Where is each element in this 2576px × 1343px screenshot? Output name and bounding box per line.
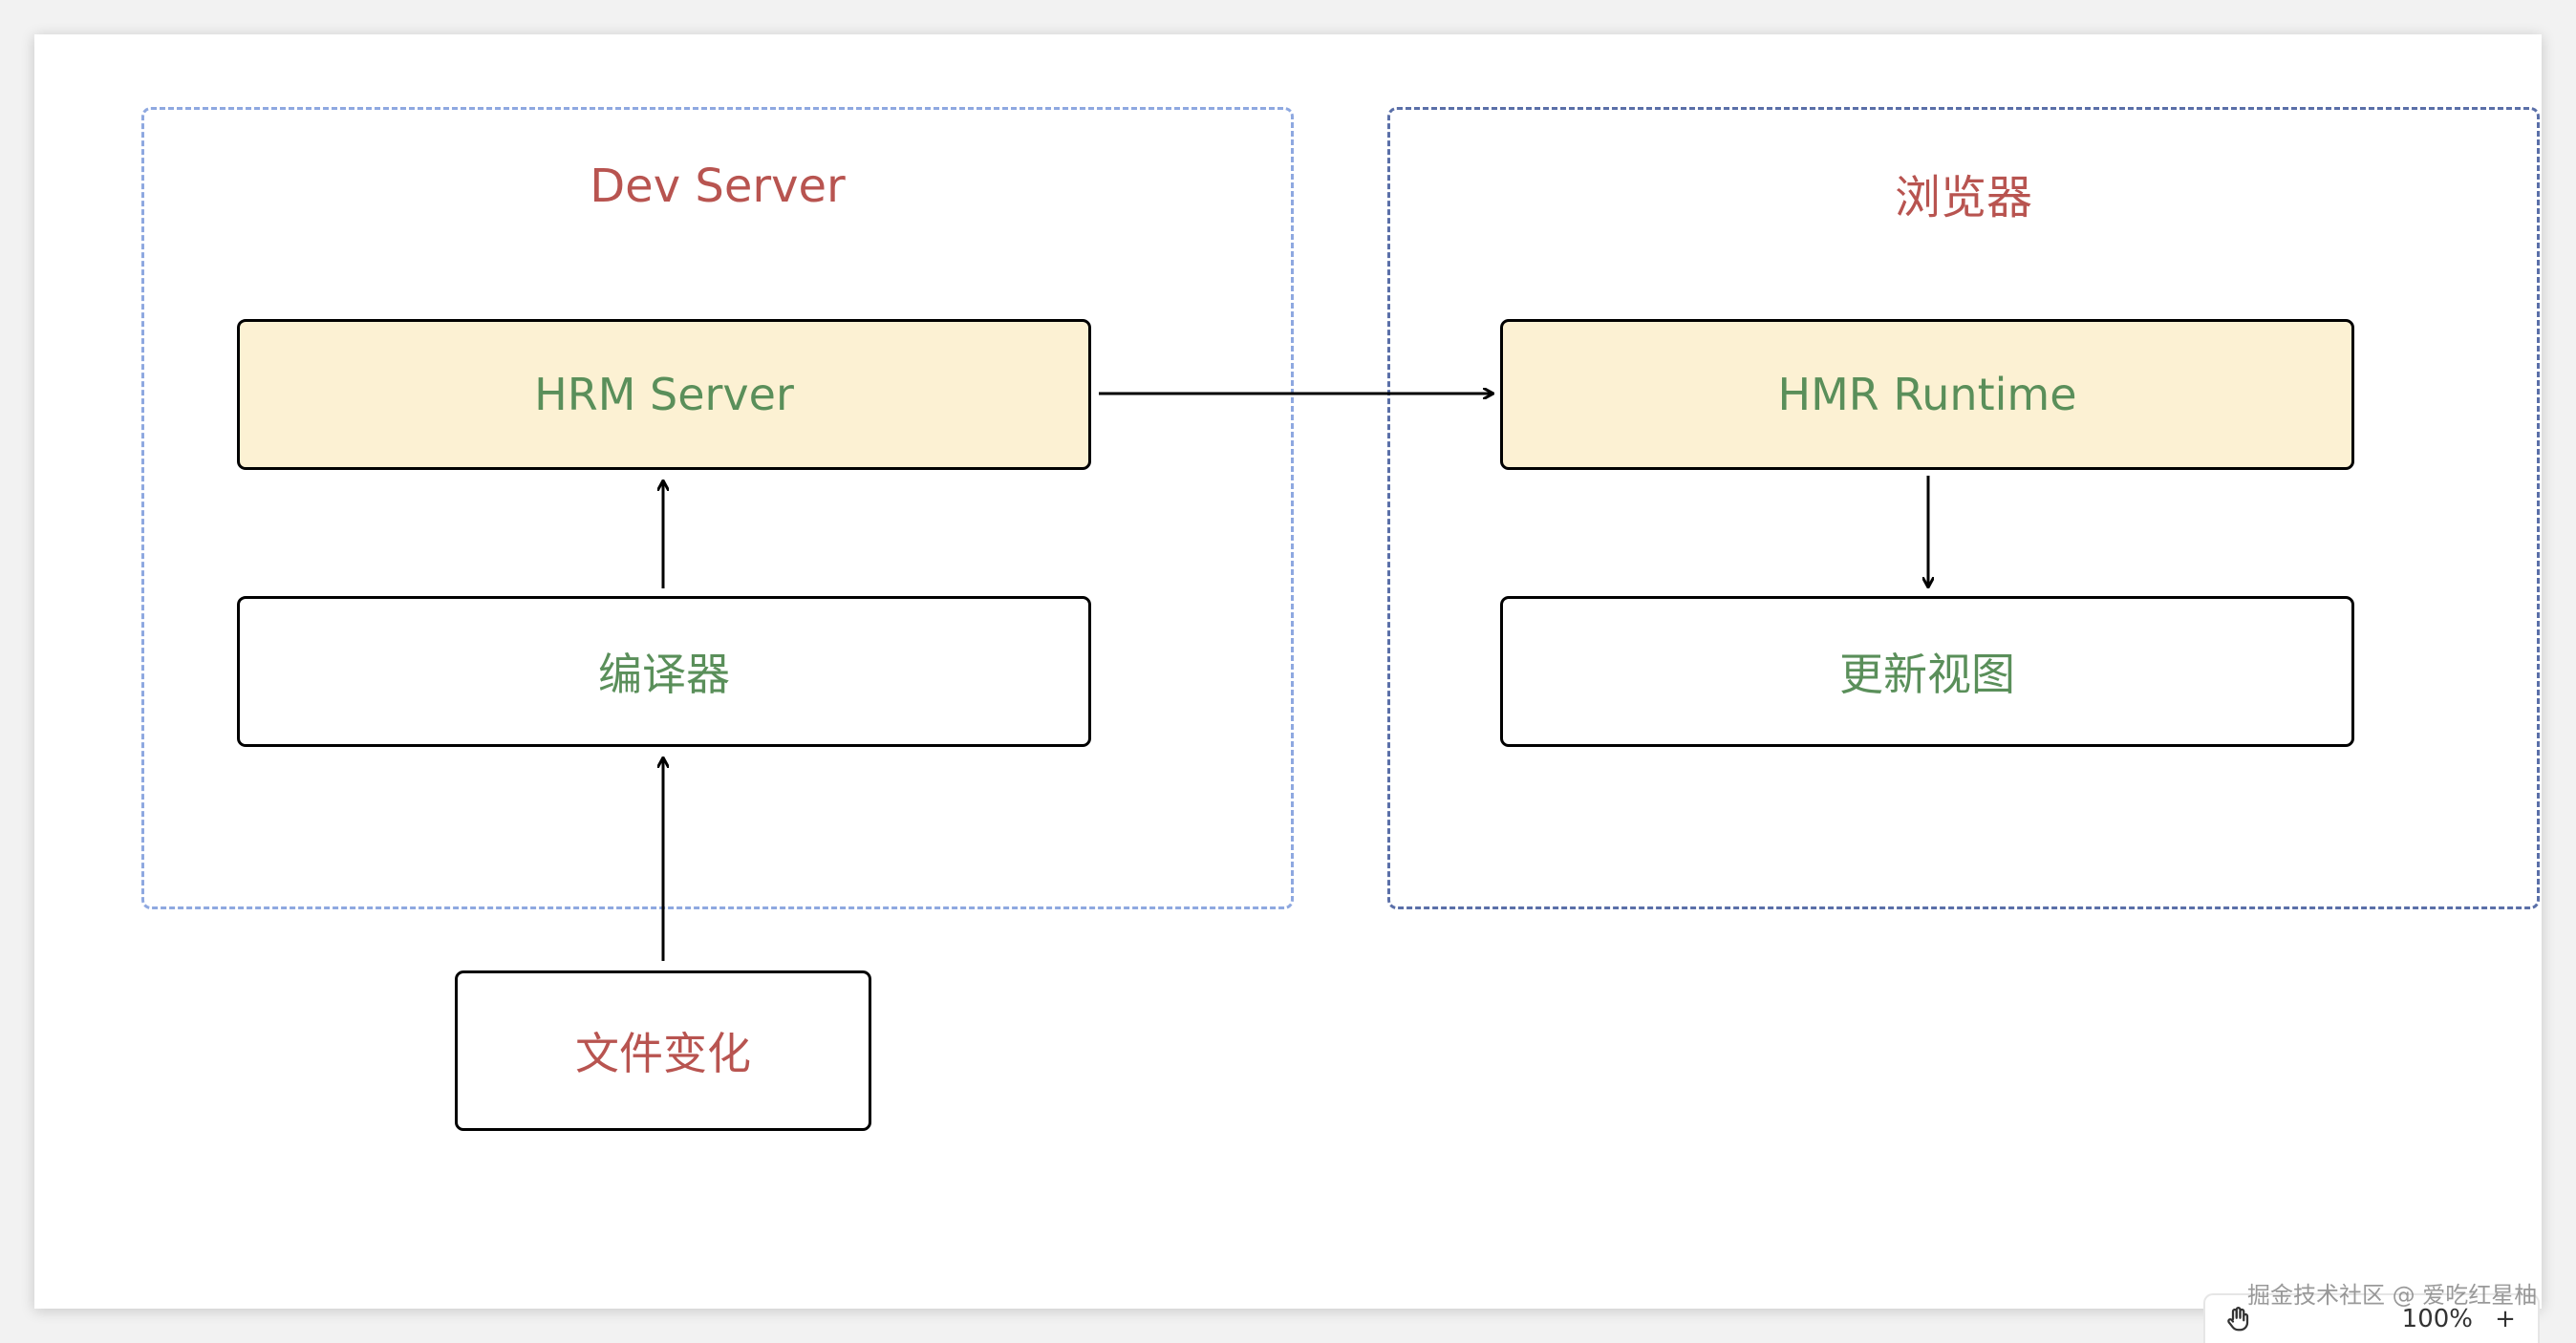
compiler-label: 编译器 bbox=[598, 649, 730, 700]
hrm-server-label: HRM Server bbox=[534, 369, 794, 420]
hand-icon[interactable] bbox=[2219, 1300, 2257, 1338]
browser-title: 浏览器 bbox=[1894, 171, 2032, 224]
diagram-canvas: Dev Server 浏览器 HRM Server 编译器 文件变化 HMR R… bbox=[34, 34, 2542, 1343]
hrm-server-node[interactable]: HRM Server bbox=[237, 319, 1091, 470]
file-change-node[interactable]: 文件变化 bbox=[455, 970, 871, 1131]
zoom-in-button[interactable]: + bbox=[2495, 1305, 2516, 1333]
dev-server-title: Dev Server bbox=[590, 160, 846, 213]
update-view-label: 更新视图 bbox=[1839, 649, 2015, 700]
hmr-runtime-node[interactable]: HMR Runtime bbox=[1500, 319, 2354, 470]
watermark: 掘金技术社区 @ 爱吃红星柚 bbox=[2247, 1282, 2538, 1309]
compiler-node[interactable]: 编译器 bbox=[237, 596, 1091, 747]
browser-group: 浏览器 bbox=[1387, 107, 2540, 909]
file-change-label: 文件变化 bbox=[575, 1028, 751, 1079]
dev-server-group: Dev Server bbox=[141, 107, 1294, 909]
zoom-level: 100% bbox=[2401, 1305, 2473, 1333]
hmr-runtime-label: HMR Runtime bbox=[1777, 369, 2077, 420]
canvas-toolbar: 100% + bbox=[2203, 1293, 2540, 1343]
update-view-node[interactable]: 更新视图 bbox=[1500, 596, 2354, 747]
